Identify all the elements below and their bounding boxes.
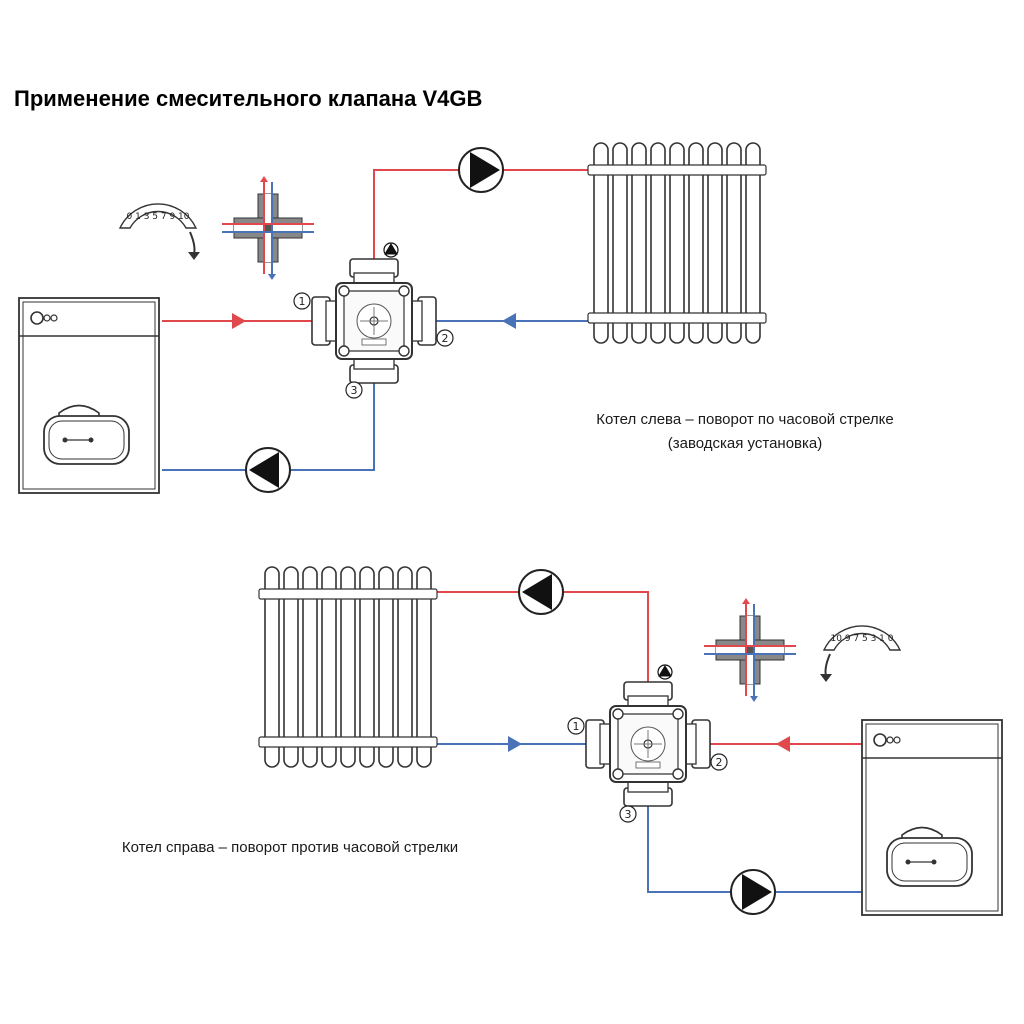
- boiler: [861, 719, 1003, 916]
- port-label: 1: [567, 717, 585, 735]
- valve-section-icon: [704, 598, 796, 702]
- svg-text:3: 3: [351, 384, 358, 397]
- port-label: 1: [293, 292, 311, 310]
- flow-arrow-icon: [502, 313, 516, 329]
- caption-left-boiler: Котел слева – поворот по часовой стрелке…: [545, 408, 945, 456]
- svg-text:2: 2: [442, 332, 449, 345]
- port-label: 2: [710, 753, 728, 771]
- scheme-right: 1 2 3 10 9 7 5 3 1 0: [258, 566, 1003, 916]
- radiator: [258, 566, 438, 768]
- mixing-valve: [585, 681, 711, 807]
- caption-line: (заводская установка): [667, 435, 823, 452]
- pump-icon: [730, 869, 776, 915]
- flow-direction-icon: [658, 665, 672, 677]
- caption-right-boiler: Котел справа – поворот против часовой ст…: [121, 839, 459, 856]
- flow-direction-icon: [384, 243, 398, 255]
- rotation-dial-icon: 10 9 7 5 3 1 0: [820, 625, 902, 682]
- port-label: 3: [345, 381, 363, 399]
- svg-text:2: 2: [716, 756, 723, 769]
- radiator-supply-pipe: [373, 169, 588, 265]
- boiler-return-pipe: [162, 378, 375, 471]
- caption-line: Котел слева – поворот по часовой стрелке: [596, 411, 894, 428]
- port-label: 3: [619, 805, 637, 823]
- boiler-return-pipe: [647, 800, 862, 893]
- valve-section-icon: [222, 176, 314, 280]
- scheme-left: 1 2 3 0 1 3 5 7 9 10: [18, 142, 767, 494]
- rotation-dial-icon: 0 1 3 5 7 9 10: [118, 203, 200, 260]
- mixing-valve: [311, 258, 437, 384]
- flow-arrow-icon: [232, 313, 246, 329]
- flow-arrow-icon: [776, 736, 790, 752]
- svg-text:0 1 3 5 7 9 10: 0 1 3 5 7 9 10: [127, 212, 190, 222]
- page-title: Применение смесительного клапана V4GB: [14, 86, 483, 111]
- svg-text:3: 3: [625, 808, 632, 821]
- pump-icon: [245, 447, 291, 493]
- radiator: [587, 142, 767, 344]
- svg-text:1: 1: [573, 720, 580, 733]
- radiator-supply-pipe: [436, 591, 649, 688]
- flow-arrow-icon: [508, 736, 522, 752]
- pump-icon: [458, 147, 504, 193]
- port-label: 2: [436, 329, 454, 347]
- pump-icon: [518, 569, 564, 615]
- svg-text:10 9 7 5 3 1 0: 10 9 7 5 3 1 0: [831, 634, 894, 644]
- boiler: [18, 297, 160, 494]
- svg-text:1: 1: [299, 295, 306, 308]
